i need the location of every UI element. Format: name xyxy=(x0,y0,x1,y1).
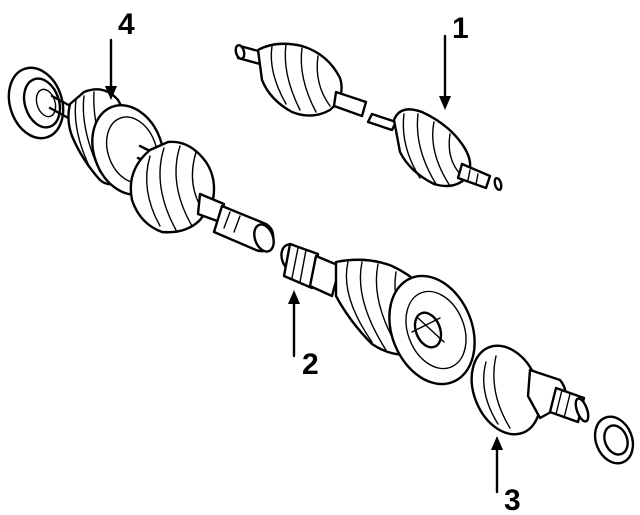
cv-joint-part-3[interactable] xyxy=(459,335,640,494)
callout-label-1: 1 xyxy=(452,12,469,45)
axle-shaft-part-1[interactable] xyxy=(234,34,503,192)
callout-label-3: 3 xyxy=(504,484,521,515)
callout-label-2: 2 xyxy=(302,348,319,381)
axle-assembly-part-4[interactable] xyxy=(0,38,277,254)
callout-label-4: 4 xyxy=(118,8,135,41)
axle-shaft-part-2[interactable] xyxy=(278,241,490,396)
